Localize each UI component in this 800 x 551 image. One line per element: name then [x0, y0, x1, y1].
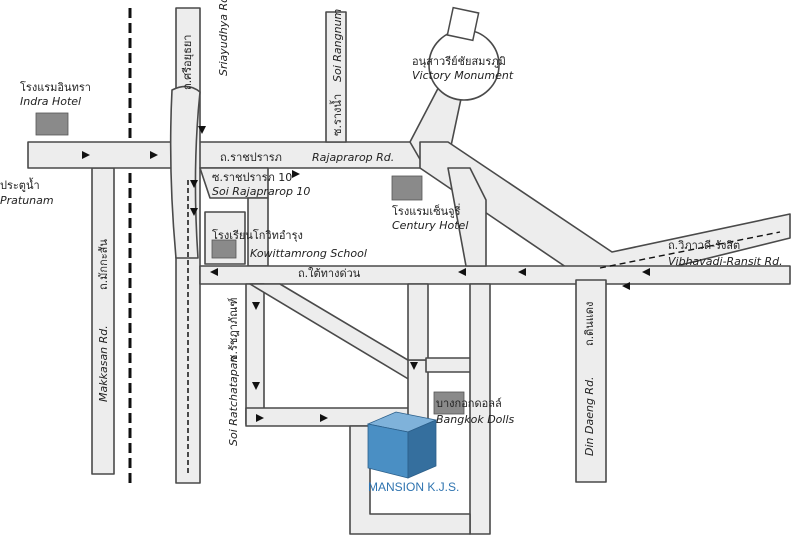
victory-label-th: อนุสาวรีย์ชัยสมรภูมิ — [412, 55, 506, 68]
bangkok-dolls-label-en: Bangkok Dolls — [436, 413, 515, 426]
diagonal-soi — [249, 283, 429, 381]
din-daeng-label-en: Din Daeng Rd. — [583, 376, 596, 456]
victory-label-en: Victory Monument — [412, 69, 514, 82]
expressway-label-th: ถ.ใต้ทางด่วน — [298, 267, 361, 280]
upper-link-road — [407, 283, 429, 361]
rajaprarop-label-th: ถ.ราชปรารภ — [220, 151, 282, 164]
indra-hotel-label-th: โรงแรมอินทรา — [20, 81, 91, 94]
overpass-curve — [169, 85, 201, 259]
east-soi-road — [469, 283, 491, 535]
school-label-th: โรงเรียนโกวิทอำรุง — [212, 229, 303, 242]
vibhavadi-divider — [599, 231, 781, 269]
indra-hotel-marker — [35, 112, 69, 136]
rajaprarop-label-en: Rajaprarop Rd. — [312, 151, 395, 164]
century-label-en: Century Hotel — [392, 219, 469, 232]
direction-arrow-icon — [82, 126, 650, 422]
soi-rajaprarop10-label-th: ซ.ราชปรารภ 10 — [212, 171, 293, 184]
indra-hotel-label-en: Indra Hotel — [20, 95, 82, 108]
soi-rajaprarop10-label-en: Soi Rajaprarop 10 — [212, 185, 311, 198]
monument-base — [446, 6, 480, 42]
pratunam-label-en: Pratunam — [0, 194, 54, 207]
bangkok-dolls-label-th: บางกอกดอลล์ — [436, 397, 502, 410]
link-road — [407, 359, 429, 421]
school-label-en: Kowittamrong School — [250, 247, 367, 260]
century-side-road — [447, 167, 487, 267]
soi-rangnum-road — [325, 11, 347, 143]
school-marker — [211, 239, 237, 259]
soi-ratchatapan-label-en: Soi Ratchatapan — [227, 355, 240, 446]
din-daeng-label-th: ถ.ดินแดง — [583, 301, 596, 346]
expressway-road — [199, 265, 791, 285]
din-daeng-road — [575, 279, 607, 483]
pratunam-label-th: ประตูน้ำ — [0, 179, 40, 192]
bangkok-dolls-marker — [433, 391, 465, 415]
soi-rangnum-label-th: ซ.รางน้ำ — [331, 93, 344, 136]
century-hotel-marker — [391, 175, 423, 201]
sriayudhya-label-en: Sriayudhya Rd. — [217, 0, 230, 76]
vibhavadi-label-en: Vibhavadi-Ransit Rd. — [668, 255, 783, 268]
century-label-th: โรงแรมเซ็นจูรี่ — [392, 205, 461, 218]
makkasan-label-en: Makkasan Rd. — [97, 325, 110, 402]
vibhavadi-label-th: ถ.วิภาวดี-รังสิต — [668, 239, 741, 252]
makkasan-road — [91, 167, 115, 475]
building-cube-icon — [366, 411, 438, 479]
mansion-label: MANSION K.J.S. — [368, 480, 460, 494]
makkasan-label-th: ถ.มักกะสัน — [97, 239, 110, 290]
sriayudhya-label-th: ถ.ศรีอยุธยา — [181, 34, 194, 90]
soi-ratchatapan-label-th: ซ.รัชฎาภัณฑ์ — [227, 297, 240, 363]
soi-rangnum-label-en: Soi Rangnum — [331, 8, 344, 82]
